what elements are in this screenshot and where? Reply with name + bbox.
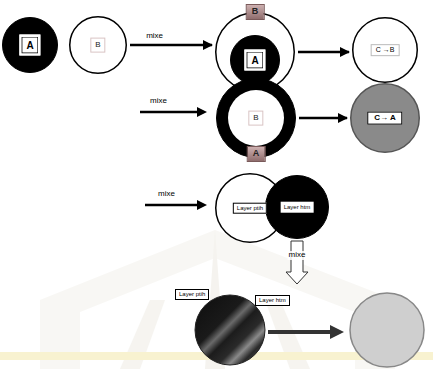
blended-circle: Layer ptihLayer htm — [175, 285, 310, 369]
arrow-connector — [298, 51, 349, 54]
node-text: Layer htm — [281, 202, 314, 213]
node-text: A — [19, 35, 40, 56]
mix-arrow — [140, 107, 207, 117]
result-circle: C →B — [352, 17, 418, 83]
result-circle — [350, 293, 424, 367]
watermark — [0, 230, 433, 369]
node-text: C →B — [371, 44, 400, 56]
result-circle: C→ A — [350, 83, 420, 153]
result-arrow — [268, 325, 344, 339]
edge-label: mixe — [288, 251, 307, 260]
black-ring: AB — [216, 78, 296, 158]
circle-fill — [3, 18, 58, 73]
node-text: Layer htm — [255, 295, 290, 306]
circle-fill — [231, 36, 280, 85]
node-text: B — [90, 38, 105, 53]
mix-label: mixe — [150, 97, 167, 106]
black-circle: A — [2, 17, 58, 73]
mix-label: mixe — [158, 190, 175, 199]
node-text: A — [244, 50, 265, 71]
node-text: Layer ptih — [175, 289, 209, 300]
hollow-arrow — [286, 241, 308, 284]
white-circle: B — [228, 90, 284, 146]
black-layer-circle: Layer htm — [265, 175, 329, 239]
circle-fill — [70, 17, 127, 74]
black-circle: A — [230, 35, 280, 85]
arrow-connector — [130, 44, 212, 47]
node-text: Layer ptih — [233, 203, 267, 214]
arrow-connector — [299, 117, 347, 120]
node-text: C→ A — [367, 112, 402, 125]
white-circle: B — [69, 16, 127, 74]
circle-fill — [353, 18, 418, 83]
mix-arrow — [145, 200, 207, 210]
node-text: B — [246, 4, 265, 20]
circle-fill — [228, 90, 284, 146]
node-text: A — [247, 146, 266, 162]
circle-fill — [266, 176, 329, 239]
circle-fill — [351, 84, 420, 153]
edge-label: mixe — [146, 32, 163, 41]
node-text: B — [248, 111, 263, 126]
